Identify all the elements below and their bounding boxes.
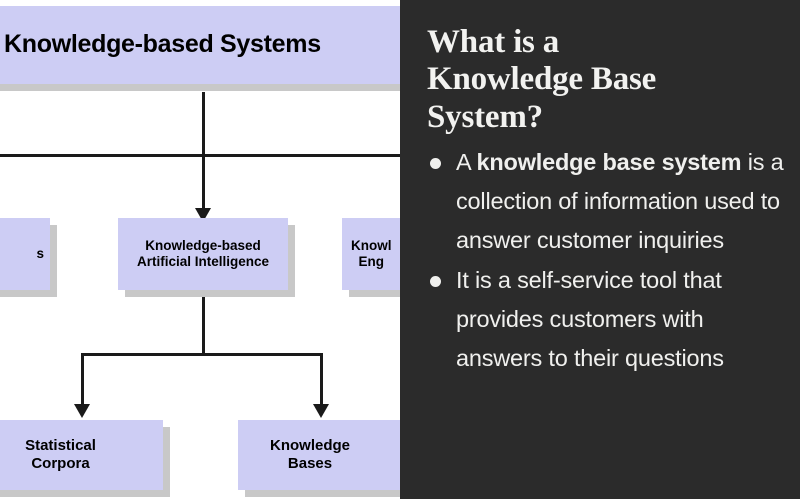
- node-label: Statistical Corpora: [25, 437, 96, 472]
- node-label: Knowledge-based Systems: [4, 30, 321, 59]
- node-label: Knowledge-based Artificial Intelligence: [136, 238, 270, 269]
- bullet-item: It is a self-service tool that provides …: [426, 261, 794, 379]
- diagram-node-knowledge-based-artificial-intelligence[interactable]: Knowledge-based Artificial Intelligence: [118, 218, 288, 290]
- bullet-text-bold: knowledge base system: [476, 149, 742, 175]
- bullet-item: A knowledge base system is a collection …: [426, 143, 794, 261]
- diagram-node-statistical-corpora[interactable]: Statistical Corpora: [0, 420, 163, 490]
- diagram-node-left-clipped[interactable]: s: [0, 218, 50, 290]
- diagram-node-knowledge-bases[interactable]: Knowledge Bases: [238, 420, 400, 490]
- arrowhead-to-knowledge-bases: [313, 404, 329, 418]
- bullet-text-suffix: It is a self-service tool that provides …: [456, 266, 724, 372]
- knowledge-based-systems-diagram: Knowledge-based Systems s Knowledge-base…: [0, 6, 400, 490]
- bullet-dot-icon: [430, 275, 441, 287]
- bullet-text-prefix: A: [456, 149, 477, 175]
- connector-root-horizontal: [0, 154, 400, 157]
- node-label: Knowledge Bases: [270, 437, 351, 472]
- connector-root-vertical: [202, 92, 205, 222]
- bullet-text-suffix: is a collection of information used to a…: [456, 149, 784, 254]
- panel-bullet-list: A knowledge base system is a collection …: [426, 143, 794, 378]
- connector-branch-left: [81, 353, 84, 411]
- diagram-node-knowledge-based-systems[interactable]: Knowledge-based Systems: [0, 6, 400, 84]
- explanation-panel: What is a Knowledge Base System? A knowl…: [400, 0, 800, 499]
- diagram-node-knowledge-engineering-clipped[interactable]: Knowl Eng: [342, 218, 400, 290]
- connector-branch-horizontal: [81, 353, 323, 356]
- panel-title: What is a Knowledge Base System?: [427, 24, 657, 135]
- bullet-dot-icon: [430, 158, 441, 169]
- arrowhead-to-statistical-corpora: [74, 404, 90, 418]
- node-label: s: [36, 246, 44, 262]
- connector-kbai-vertical: [202, 290, 205, 356]
- node-label: Knowl Eng: [351, 238, 392, 269]
- connector-branch-right: [320, 353, 323, 411]
